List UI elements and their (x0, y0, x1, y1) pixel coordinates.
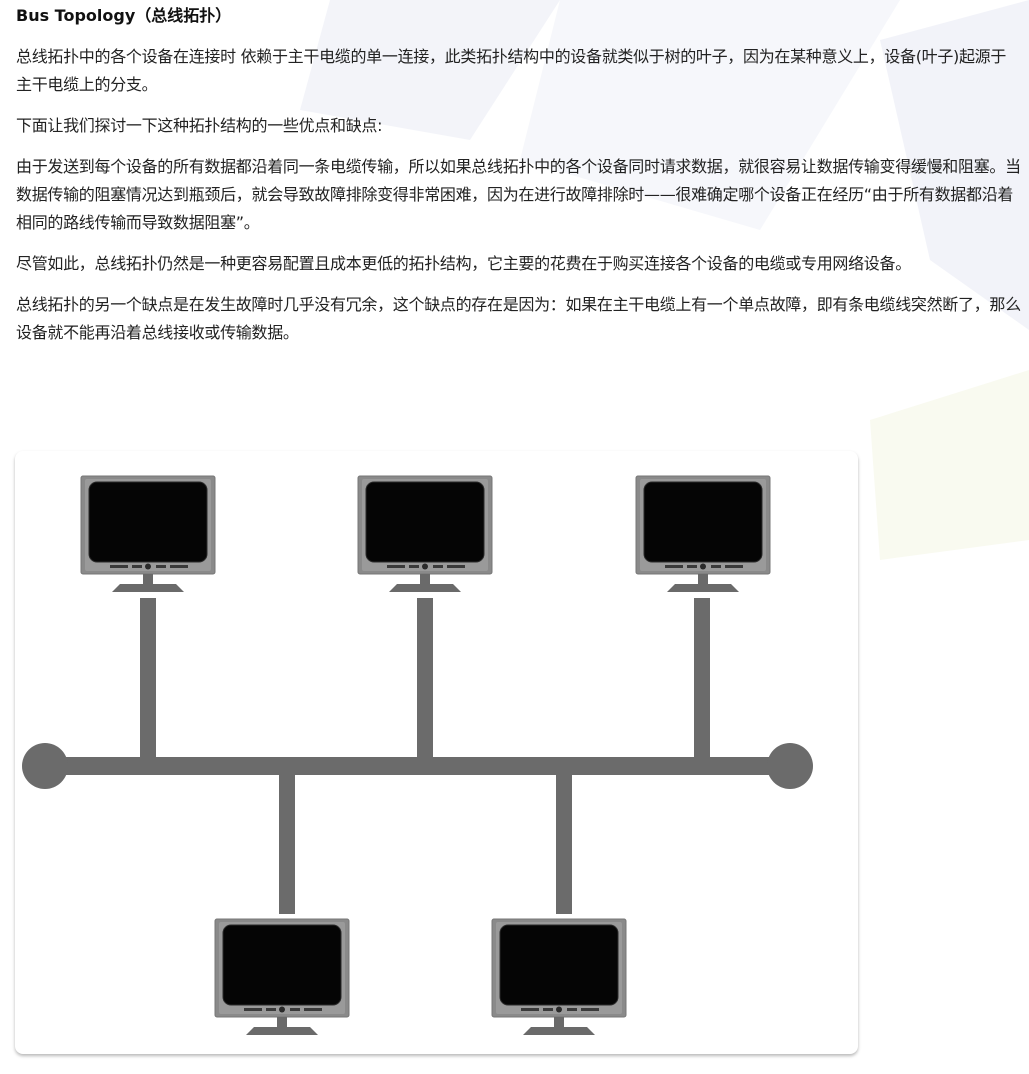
bus-backbone (22, 598, 813, 914)
bus-terminator-icon (22, 743, 68, 789)
monitor-icon (80, 475, 216, 593)
monitor-icon (357, 475, 493, 593)
paragraph-intro: 总线拓扑中的各个设备在连接时 依赖于主干电缆的单一连接，此类拓扑结构中的设备就类… (16, 47, 1007, 94)
paragraph-disadvantage-congestion: 由于发送到每个设备的所有数据都沿着同一条电缆传输，所以如果总线拓扑中的各个设备同… (16, 157, 1021, 232)
article: Bus Topology（总线拓扑） 总线拓扑中的各个设备在连接时 依赖于主干电… (0, 0, 1029, 347)
paragraph-advantage-cost: 尽管如此，总线拓扑仍然是一种更容易配置且成本更低的拓扑结构，它主要的花费在于购买… (16, 254, 911, 273)
article-title: Bus Topology（总线拓扑） (16, 6, 232, 25)
bus-terminator-icon (767, 743, 813, 789)
monitor-icon (491, 918, 627, 1036)
paragraph-disadvantage-redundancy: 总线拓扑的另一个缺点是在发生故障时几乎没有冗余，这个缺点的存在是因为：如果在主干… (16, 295, 1021, 342)
bus-topology-diagram (15, 451, 858, 1054)
monitor-icon (635, 475, 771, 593)
monitor-icon (214, 918, 350, 1036)
paragraph-transition: 下面让我们探讨一下这种拓扑结构的一些优点和缺点: (16, 116, 383, 135)
